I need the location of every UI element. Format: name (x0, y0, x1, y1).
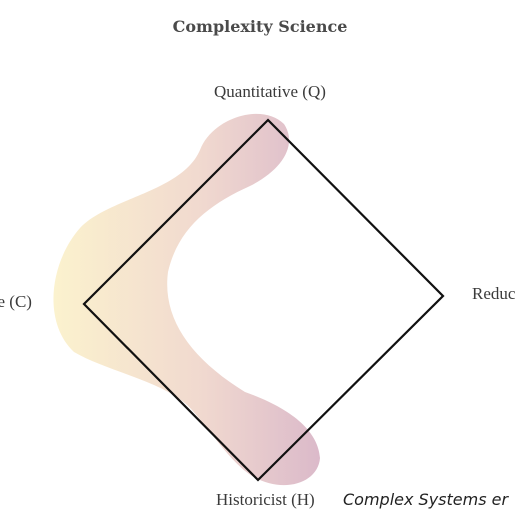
vertex-label-bottom: Historicist (H) (216, 490, 315, 509)
caption-text: Complex Systems er (343, 490, 509, 509)
vertex-label-right: Reduc (472, 284, 516, 303)
vertex-label-top: Quantitative (Q) (214, 82, 326, 101)
quadrilateral-frame (82, 118, 445, 482)
diagram-title: Complexity Science (172, 17, 348, 36)
vertex-label-left: ve (C) (0, 292, 32, 311)
highlight-region (53, 113, 321, 486)
